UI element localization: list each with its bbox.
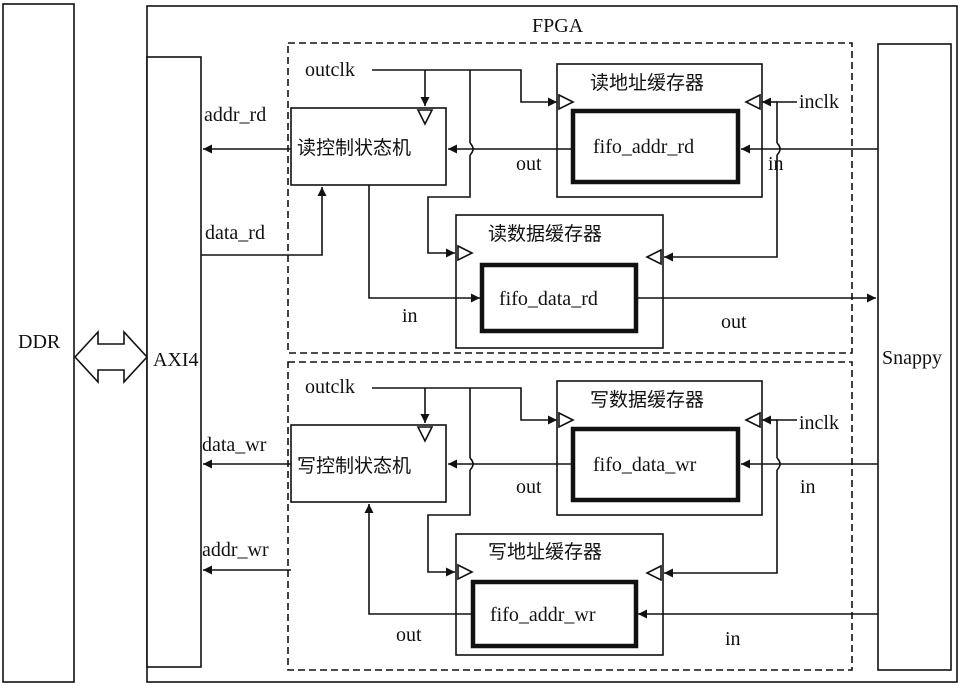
read-outclk-label: outclk [305, 59, 355, 81]
read-controller-label: 读控制状态机 [297, 137, 411, 159]
read-outclk-to-addr-wire [372, 69, 557, 107]
fifo-data-rd-box [479, 262, 639, 334]
read-data-rd-label: data_rd [205, 222, 265, 244]
write-outclk-label: outclk [305, 376, 355, 398]
read-addr-inclk-triangle-icon-visible [744, 93, 761, 111]
fifo-data-wr-label: fifo_data_wr [593, 454, 697, 476]
write-outclk-to-data-wire [372, 387, 557, 425]
read-addr-outclk-triangle-icon [558, 93, 575, 111]
read-data-buffer-label: 读数据缓存器 [488, 223, 602, 245]
write-section-box [287, 361, 853, 671]
write-addr-wr-label: addr_wr [202, 539, 269, 561]
fifo-addr-rd-label: fifo_addr_rd [593, 136, 694, 158]
read-addr-out-label: out [516, 153, 542, 175]
snappy-label: Snappy [882, 347, 942, 369]
read-controller-clk-triangle-icon [416, 109, 434, 126]
snappy-block [877, 43, 952, 671]
write-section: 写控制状态机 写数据缓存器 fifo_data_wr 写地址缓存器 fifo_a… [202, 376, 878, 656]
write-data-in-label: in [800, 476, 816, 498]
read-addr-rd-label: addr_rd [204, 104, 266, 126]
write-addr-buffer-label: 写地址缓存器 [488, 541, 602, 563]
ddr-label: DDR [18, 331, 61, 353]
write-controller-label: 写控制状态机 [297, 455, 411, 477]
read-addr-in-label: in [768, 153, 784, 175]
read-outclk-to-data-wire [427, 70, 471, 253]
write-controller-clk-triangle-icon [416, 426, 434, 443]
write-outclk-to-addr-wire [427, 388, 471, 572]
read-controller-box [290, 107, 447, 186]
fifo-data-rd-label: fifo_data_rd [499, 288, 598, 310]
read-data-in-label: in [402, 305, 418, 327]
ddr-block [2, 3, 75, 683]
fifo-addr-rd-box [570, 108, 741, 185]
read-section: 读控制状态机 读地址缓存器 fifo_addr_rd 读数据缓存器 fifo_d… [201, 59, 878, 349]
write-data-inclk-triangle-icon [744, 411, 761, 429]
read-data-out-label: out [721, 311, 747, 333]
read-section-box [287, 42, 853, 354]
fpga-label: FPGA [532, 15, 584, 37]
write-data-wr-label: data_wr [202, 434, 267, 456]
read-addr-buffer-label: 读地址缓存器 [590, 72, 704, 94]
read-data-in-wire [368, 185, 480, 303]
write-data-buffer-label: 写数据缓存器 [590, 389, 704, 411]
write-data-outclk-triangle-icon [558, 411, 575, 429]
write-inclk-label: inclk [799, 412, 839, 434]
axi4-block [146, 56, 202, 668]
write-addr-out-label: out [396, 624, 422, 646]
write-addr-out-wire [364, 504, 473, 615]
write-controller-box [290, 424, 447, 503]
read-inclk-label: inclk [799, 91, 839, 113]
fifo-addr-wr-box [470, 579, 639, 649]
read-data-rd-wire [201, 187, 327, 256]
write-data-out-label: out [516, 476, 542, 498]
write-addr-in-label: in [725, 628, 741, 650]
fifo-addr-wr-label: fifo_addr_wr [490, 604, 596, 626]
ddr-axi-bidirectional-arrow [73, 329, 149, 385]
axi4-label: AXI4 [153, 349, 199, 371]
